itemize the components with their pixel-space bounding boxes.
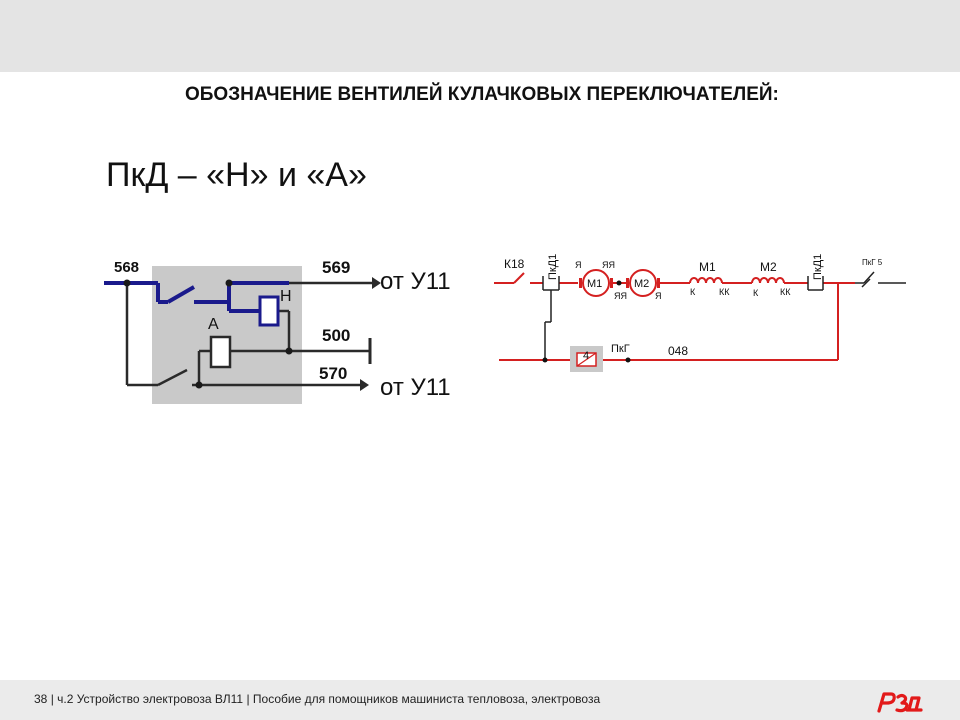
pkd1-right-label: ПкД1 [812,254,824,280]
top-band [0,0,960,72]
pkg-label: ПкГ [611,343,630,355]
field-m1-label: М1 [699,260,716,274]
pkd1-left-label: ПкД1 [547,254,559,280]
blue-wiring [104,281,289,313]
motor-m1-label: М1 [587,278,602,290]
ya-bottom-label: Я [655,291,662,301]
k-2-label: К [753,288,759,298]
wire-048-label: 048 [668,344,688,358]
footer-caption: | ч.2 Устройство электровоза ВЛ11 | Посо… [47,692,601,706]
wire-500-label: 500 [322,326,350,345]
ya-top-label: Я [575,260,582,270]
motor-m1 [579,269,613,297]
arrow-right-icon [360,379,369,391]
coil-h [258,295,280,327]
right-diagram: К18 ПкД1 ПкД1 ПкГ 5 Я ЯЯ ЯЯ Я М1 М2 М1 М… [494,254,906,372]
motor-m2-label: М2 [634,278,649,290]
page-subtitle: ПкД – «Н» и «А» [106,156,367,194]
rzd-logo-icon [877,692,923,713]
field-m2-label: М2 [760,260,777,274]
wire-568-label: 568 [114,259,139,276]
wire-569-label: 569 [322,258,350,277]
field-coil-m1 [689,277,723,284]
page-number: 38 [34,692,48,706]
relay-number-label: 4 [583,350,589,362]
left-diagram: 568 569 500 570 Н А от У11 от У11 [104,258,451,404]
pkg5-label: ПкГ 5 [862,258,883,267]
field-coil-m2 [751,277,785,284]
page-title: ОБОЗНАЧЕНИЕ ВЕНТИЛЕЙ КУЛАЧКОВЫХ ПЕРЕКЛЮЧ… [185,84,779,105]
arrow-right-icon [372,277,381,289]
yaya-top-label: ЯЯ [602,260,615,270]
wire-570-label: 570 [319,364,347,383]
motor-m2 [626,269,660,297]
junction-dots [123,279,293,389]
kk-2-label: КК [780,287,791,297]
junction-dot [616,280,622,286]
black-contacts [542,271,906,360]
red-wiring [494,272,855,361]
footer-text: 38 | ч.2 Устройство электровоза ВЛ11 | П… [34,692,600,706]
from-u11-bottom-label: от У11 [380,374,451,401]
kk-1-label: КК [719,287,730,297]
k-1-label: К [690,287,696,297]
junction-dots [542,357,631,363]
k18-label: К18 [504,257,525,271]
yaya-bottom-label: ЯЯ [614,291,627,301]
footer-bar [0,680,960,720]
coil-h-label: Н [280,288,292,305]
from-u11-top-label: от У11 [380,268,451,295]
coil-a [209,335,232,369]
coil-a-label: А [208,316,219,333]
black-wiring [125,281,372,387]
